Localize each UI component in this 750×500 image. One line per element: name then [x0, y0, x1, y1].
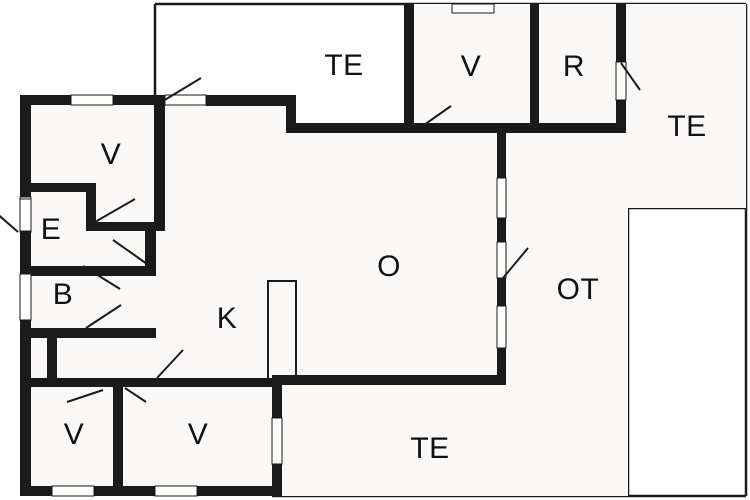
- v-r-bottom-wall: [404, 123, 626, 133]
- kitchen-counter-partition: [267, 280, 297, 384]
- v-top-right-wall: [530, 4, 539, 130]
- window-left-bath: [19, 273, 32, 321]
- bottom-rooms-top-wall: [20, 378, 272, 387]
- v-upper-bottom-right: [143, 222, 165, 231]
- area-house-center: [20, 95, 506, 496]
- area-top-rooms: [404, 4, 626, 133]
- b-right-wall: [145, 231, 156, 276]
- window-k-right: [271, 417, 283, 465]
- window-bottom-v-mid: [154, 485, 198, 497]
- door-swing-v-lower-m: [124, 387, 147, 403]
- room-label-te-right: TE: [667, 110, 706, 143]
- e-bottom-wall: [96, 222, 156, 231]
- e-partition-horiz: [31, 183, 96, 192]
- room-label-e-entry: E: [41, 213, 62, 246]
- window-center-lower: [496, 305, 507, 349]
- room-label-v-lower-left: V: [64, 418, 85, 451]
- door-swing-v-top: [413, 105, 452, 133]
- door-left-exterior: [19, 198, 32, 232]
- te-top-bottom-wall: [206, 95, 296, 106]
- v-lower-divider: [113, 387, 123, 496]
- door-center-mid: [496, 241, 507, 279]
- room-label-group: TE V R TE V EB K O OT V V TE: [41, 49, 706, 465]
- b-stub-vert: [47, 332, 57, 378]
- partition-group: [267, 280, 297, 384]
- room-label-r-top: R: [563, 50, 585, 83]
- b-top-wall: [31, 266, 156, 276]
- room-label-b-bath: B: [53, 278, 74, 311]
- r-right-wall-upper: [616, 4, 626, 66]
- v-upper-right-wall: [154, 95, 165, 231]
- window-bottom-v: [51, 485, 95, 497]
- left-exterior-wall-upper: [20, 95, 31, 199]
- r-right-wall-lower: [616, 100, 626, 133]
- window-opening-group: [19, 3, 627, 497]
- door-swing-te-top: [162, 77, 202, 102]
- door-swing-k-entry: [156, 349, 184, 379]
- window-center-upper: [496, 177, 507, 219]
- room-label-ot-terrace: OT: [557, 273, 600, 306]
- wall-group: [20, 4, 626, 496]
- bottom-exterior-wall: [20, 486, 272, 496]
- room-label-v-lower-mid: V: [188, 418, 209, 451]
- door-swing-center: [502, 247, 529, 279]
- b-bottom-wall: [31, 328, 156, 338]
- room-label-te-top: TE: [324, 49, 363, 82]
- room-label-te-bottom: TE: [410, 432, 449, 465]
- room-label-o-living: O: [377, 250, 401, 283]
- door-swing-b-top: [82, 265, 121, 290]
- door-swing-v-upper: [94, 198, 136, 223]
- door-swing-left-ext: [0, 214, 19, 233]
- door-swing-b-bottom: [85, 304, 122, 329]
- te-top-step-vert: [286, 95, 296, 133]
- window-r-right: [615, 61, 627, 101]
- door-swing-group: [0, 62, 641, 403]
- window-top-v-room: [451, 3, 495, 14]
- door-swing-e-right: [112, 239, 151, 267]
- room-label-v-upper-left: V: [101, 138, 122, 171]
- v-top-left-wall: [404, 4, 414, 130]
- left-exterior-wall-mid: [20, 230, 31, 276]
- room-label-k-kitchen: K: [217, 302, 238, 335]
- room-label-v-top: V: [461, 50, 482, 83]
- te-top-step-horiz: [286, 123, 408, 133]
- e-partition-vert: [86, 183, 96, 231]
- window-top-left-v: [70, 94, 114, 106]
- door-swing-v-lower-l: [66, 389, 104, 403]
- door-swing-r-right: [620, 62, 641, 91]
- left-exterior-wall-lower: [20, 318, 31, 496]
- living-bottom-wall: [272, 375, 506, 385]
